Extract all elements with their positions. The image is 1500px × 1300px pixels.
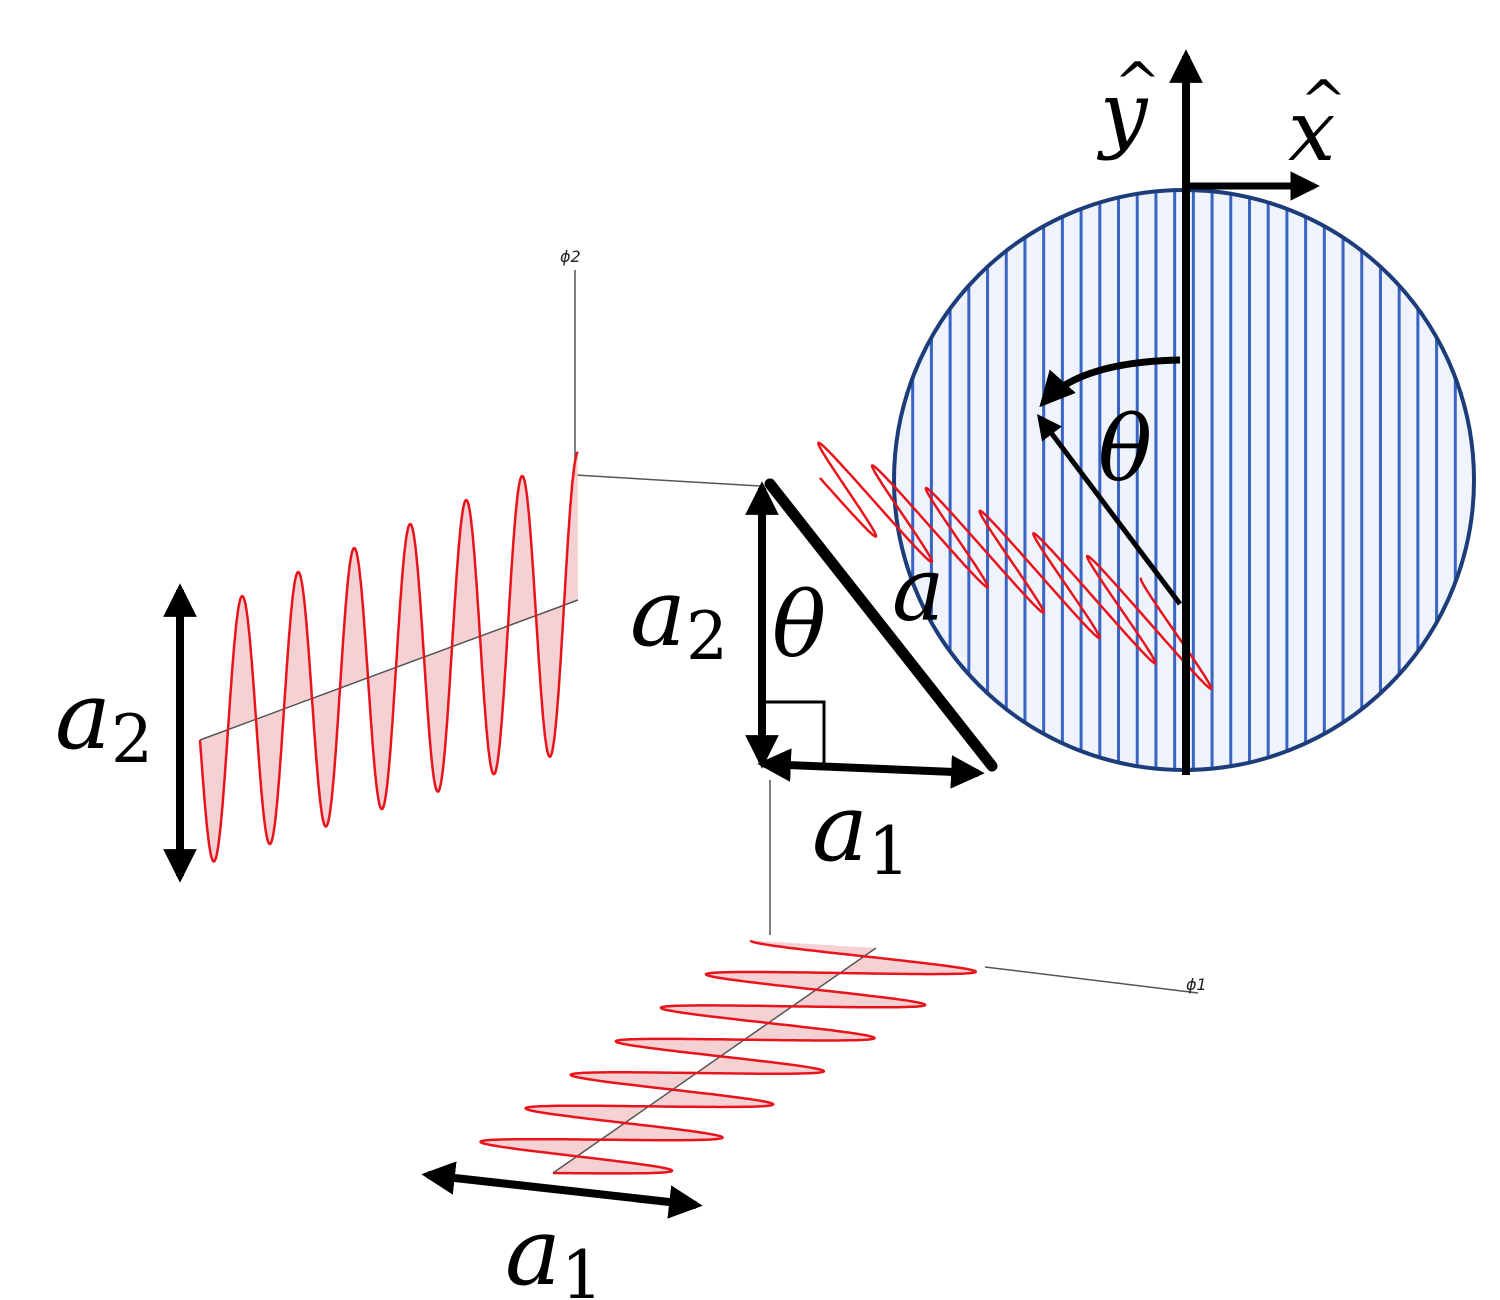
phi1-axis xyxy=(984,966,1199,994)
phi1-label: ϕ1 xyxy=(1186,975,1207,994)
left-wave-axis xyxy=(199,599,579,741)
x-axis-label: x xyxy=(1288,82,1335,180)
a1-triangle-label: a1 xyxy=(812,774,910,890)
hypotenuse-a xyxy=(764,478,998,772)
a1-bottom-arrow xyxy=(421,1161,703,1219)
bottom-wave-curve xyxy=(479,939,978,1175)
right-angle-mark xyxy=(766,700,826,766)
left-wave-curve xyxy=(198,451,579,863)
theta-circle-label: θ xyxy=(1098,397,1152,502)
theta-triangle-label: θ xyxy=(772,573,826,678)
y-hat-label: y ^ xyxy=(1096,51,1161,162)
a-hypotenuse-label: a xyxy=(892,538,944,641)
bottom-wave-fill xyxy=(480,940,976,1174)
phi2-connector xyxy=(574,474,761,487)
y-axis-label: y xyxy=(1096,64,1149,162)
diagonal-wave xyxy=(817,441,1213,691)
component-triangle: θ a a2 a1 xyxy=(630,478,998,890)
a2-triangle-label: a2 xyxy=(630,559,728,675)
theta-arc-arrow xyxy=(1039,356,1181,408)
bottom-wave-axis xyxy=(552,947,877,1174)
a1-bottom-label: a1 xyxy=(505,1198,603,1300)
left-wave-group: ϕ2 a2 xyxy=(55,247,761,883)
diagonal-wave-curve xyxy=(817,441,1213,691)
polarization-vector xyxy=(1036,414,1182,606)
bottom-wave-group: ϕ1 a1 xyxy=(421,780,1207,1300)
a2-left-label: a2 xyxy=(55,662,153,778)
angle-indicator: θ xyxy=(1036,356,1182,606)
y-hat-caret: ^ xyxy=(1114,51,1161,116)
axes: y ^ x ^ xyxy=(1096,49,1347,775)
phi2-label: ϕ2 xyxy=(560,247,581,266)
left-wave-fill xyxy=(200,452,578,862)
x-hat-caret: ^ xyxy=(1300,69,1347,134)
x-hat-label: x ^ xyxy=(1288,69,1347,180)
a1-triangle-arrow xyxy=(757,748,985,789)
